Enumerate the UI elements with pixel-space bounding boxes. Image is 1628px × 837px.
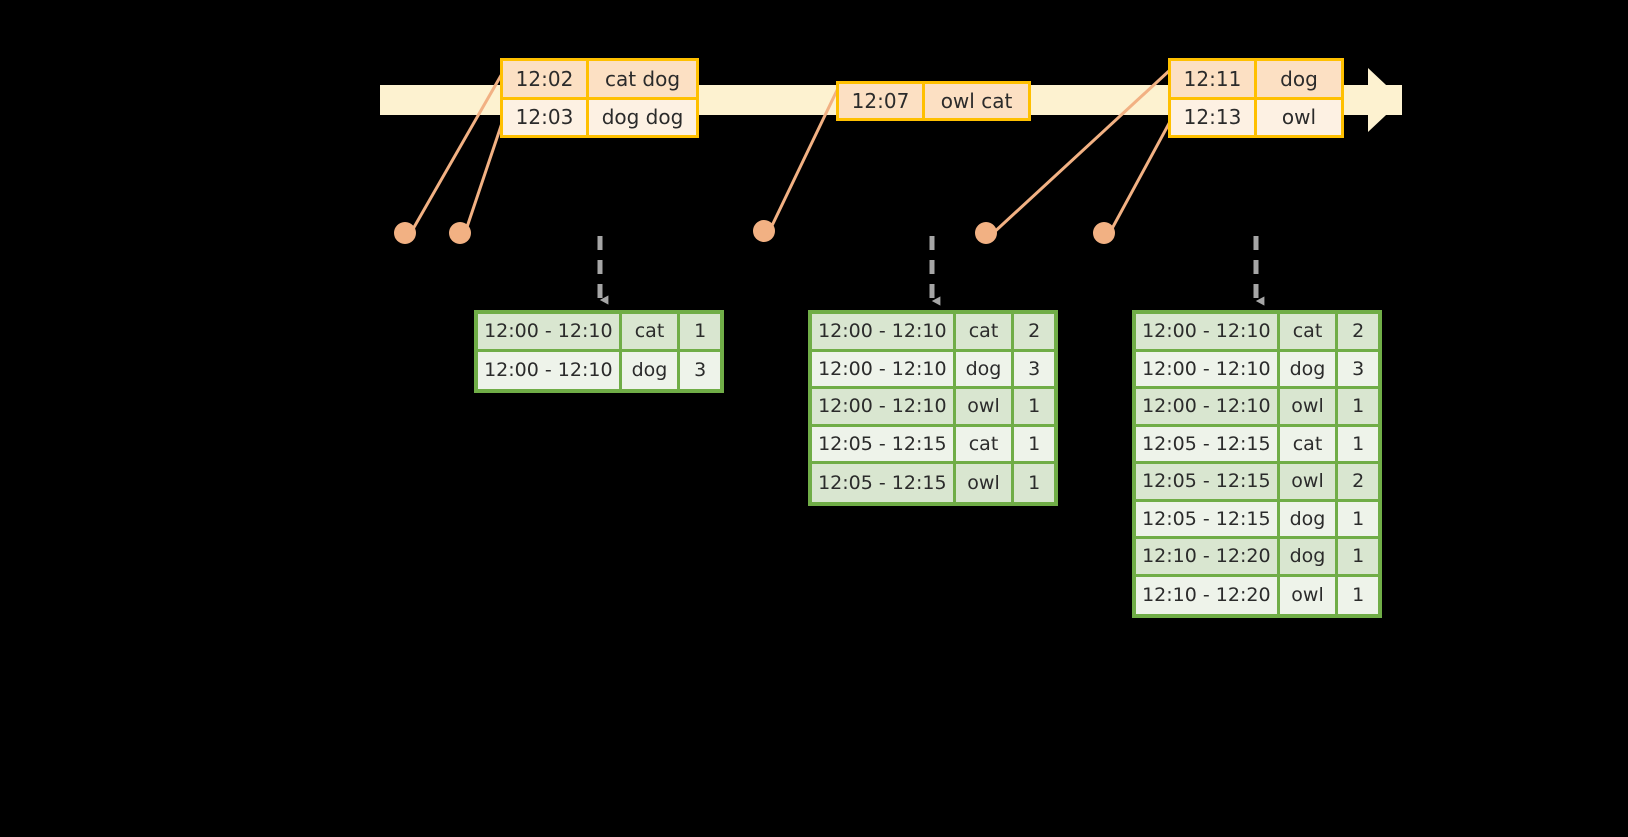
count-cell: 1 [1338, 501, 1378, 539]
table-row[interactable]: 12:05 - 12:15 owl 2 [1136, 464, 1378, 502]
table-row[interactable]: 12:00 - 12:10 cat 2 [1136, 314, 1378, 352]
word-cell: cat [1279, 426, 1339, 464]
table-row[interactable]: 12:05 - 12:15 cat 1 [1136, 426, 1378, 464]
window-cell: 12:05 - 12:15 [1136, 501, 1280, 539]
word-cell: cat [1279, 314, 1339, 352]
window-cell: 12:00 - 12:10 [812, 389, 956, 427]
event-time-cell: 12:03 [503, 99, 589, 135]
word-cell: owl [955, 464, 1015, 502]
event-row[interactable]: 12:11 dog [1171, 61, 1341, 97]
table-row[interactable]: 12:00 - 12:10 owl 1 [812, 389, 1054, 427]
result-table-2[interactable]: 12:00 - 12:10 cat 2 12:00 - 12:10 dog 3 … [808, 310, 1058, 506]
count-cell: 1 [1014, 464, 1054, 502]
table-row[interactable]: 12:10 - 12:20 owl 1 [1136, 576, 1378, 614]
word-cell: dog [1279, 501, 1339, 539]
window-cell: 12:05 - 12:15 [812, 464, 956, 502]
count-cell: 1 [680, 314, 720, 352]
table-row[interactable]: 12:00 - 12:10 cat 2 [812, 314, 1054, 352]
table-row[interactable]: 12:05 - 12:15 cat 1 [812, 426, 1054, 464]
event-words: cat dog [604, 66, 681, 91]
event-words: owl cat [940, 89, 1013, 113]
word-cell: dog [1279, 351, 1339, 389]
event-row[interactable]: 12:02 cat dog [503, 61, 696, 97]
event-words: owl [1281, 105, 1317, 130]
event-words-cell: owl [1257, 99, 1341, 135]
event-time: 12:11 [1183, 66, 1242, 91]
word-cell: owl [1279, 576, 1339, 614]
word-cell: cat [955, 426, 1015, 464]
window-cell: 12:00 - 12:10 [812, 351, 956, 389]
count-cell: 1 [1014, 389, 1054, 427]
table-row[interactable]: 12:10 - 12:20 dog 1 [1136, 539, 1378, 577]
connector-dot-4 [975, 222, 997, 244]
table-row[interactable]: 12:05 - 12:15 dog 1 [1136, 501, 1378, 539]
event-time: 12:03 [515, 105, 574, 130]
event-words-cell: owl cat [925, 84, 1028, 118]
event-box-3[interactable]: 12:11 dog 12:13 owl [1168, 58, 1344, 138]
word-cell: dog [621, 351, 681, 389]
window-cell: 12:05 - 12:15 [1136, 426, 1280, 464]
connector-dot-1 [394, 222, 416, 244]
event-box-2[interactable]: 12:07 owl cat [836, 81, 1031, 121]
window-cell: 12:00 - 12:10 [478, 314, 622, 352]
connector-dot-2 [449, 222, 471, 244]
window-cell: 12:00 - 12:10 [1136, 389, 1280, 427]
event-time: 12:02 [515, 66, 574, 91]
result-table-3[interactable]: 12:00 - 12:10 cat 2 12:00 - 12:10 dog 3 … [1132, 310, 1382, 618]
count-cell: 1 [1338, 389, 1378, 427]
window-cell: 12:05 - 12:15 [1136, 464, 1280, 502]
word-cell: cat [955, 314, 1015, 352]
word-cell: cat [621, 314, 681, 352]
table-row[interactable]: 12:00 - 12:10 dog 3 [1136, 351, 1378, 389]
word-cell: owl [955, 389, 1015, 427]
event-time-cell: 12:07 [839, 84, 925, 118]
table-row[interactable]: 12:00 - 12:10 dog 3 [478, 351, 720, 389]
window-cell: 12:00 - 12:10 [1136, 351, 1280, 389]
event-words-cell: dog dog [589, 99, 696, 135]
event-row[interactable]: 12:13 owl [1171, 96, 1341, 135]
connector-dot-3 [753, 220, 775, 242]
word-cell: dog [955, 351, 1015, 389]
table-row[interactable]: 12:05 - 12:15 owl 1 [812, 464, 1054, 502]
table-row[interactable]: 12:00 - 12:10 dog 3 [812, 351, 1054, 389]
event-time-cell: 12:13 [1171, 99, 1257, 135]
count-cell: 2 [1014, 314, 1054, 352]
count-cell: 1 [1338, 426, 1378, 464]
word-cell: owl [1279, 464, 1339, 502]
count-cell: 3 [680, 351, 720, 389]
event-words-cell: dog [1257, 61, 1341, 97]
window-cell: 12:00 - 12:10 [1136, 314, 1280, 352]
count-cell: 3 [1338, 351, 1378, 389]
event-words-cell: cat dog [589, 61, 696, 97]
window-cell: 12:00 - 12:10 [812, 314, 956, 352]
word-cell: owl [1279, 389, 1339, 427]
count-cell: 1 [1338, 539, 1378, 577]
count-cell: 1 [1338, 576, 1378, 614]
table-row[interactable]: 12:00 - 12:10 owl 1 [1136, 389, 1378, 427]
event-words: dog [1280, 66, 1318, 91]
count-cell: 2 [1338, 464, 1378, 502]
timeline-arrowhead [1368, 68, 1402, 132]
event-row[interactable]: 12:03 dog dog [503, 96, 696, 135]
event-box-1[interactable]: 12:02 cat dog 12:03 dog dog [500, 58, 699, 138]
window-cell: 12:10 - 12:20 [1136, 539, 1280, 577]
window-cell: 12:05 - 12:15 [812, 426, 956, 464]
window-cell: 12:00 - 12:10 [478, 351, 622, 389]
count-cell: 2 [1338, 314, 1378, 352]
window-cell: 12:10 - 12:20 [1136, 576, 1280, 614]
table-row[interactable]: 12:00 - 12:10 cat 1 [478, 314, 720, 352]
count-cell: 3 [1014, 351, 1054, 389]
event-time-cell: 12:02 [503, 61, 589, 97]
event-time: 12:07 [851, 89, 910, 113]
word-cell: dog [1279, 539, 1339, 577]
connector-dot-5 [1093, 222, 1115, 244]
event-time: 12:13 [1183, 105, 1242, 130]
event-words: dog dog [601, 105, 684, 130]
result-table-1[interactable]: 12:00 - 12:10 cat 1 12:00 - 12:10 dog 3 [474, 310, 724, 393]
event-time-cell: 12:11 [1171, 61, 1257, 97]
event-row[interactable]: 12:07 owl cat [839, 84, 1028, 118]
count-cell: 1 [1014, 426, 1054, 464]
